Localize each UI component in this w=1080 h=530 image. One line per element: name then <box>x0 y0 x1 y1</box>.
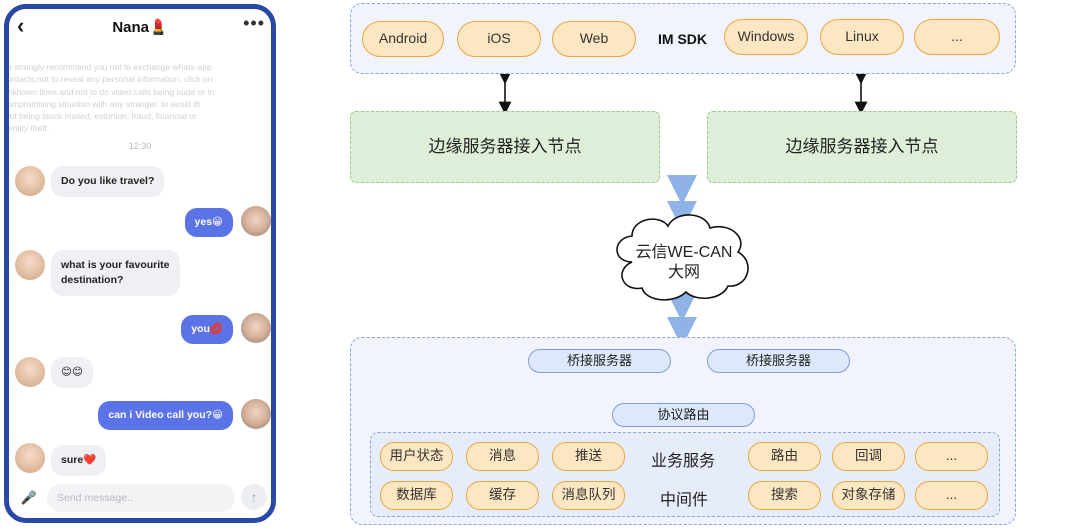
service-push: 推送 <box>552 442 625 471</box>
chat-header: ‹ Nana💄 ••• <box>9 9 271 47</box>
we-can-cloud-shape <box>616 214 749 301</box>
sdk-android-pill: Android <box>362 21 444 57</box>
user-avatar[interactable] <box>241 399 271 429</box>
outgoing-message: you💋 <box>181 315 233 344</box>
cloud-title: 云信WE-CAN <box>635 244 733 261</box>
edge-access-node-label: 边缘服务器接入节点 <box>785 137 939 156</box>
edge-access-node-left: 边缘服务器接入节点 <box>350 111 660 183</box>
outgoing-message: yes😀 <box>184 208 233 237</box>
message-input[interactable] <box>47 484 235 512</box>
service-message: 消息 <box>466 442 539 471</box>
service-callback: 回调 <box>832 442 905 471</box>
cloud-subtitle: 大网 <box>667 264 700 281</box>
chat-phone: ‹ Nana💄 ••• ve strongly recommend you no… <box>4 4 276 523</box>
message-timestamp: 12:30 <box>128 141 152 151</box>
sdk-windows-pill: Windows <box>724 19 808 55</box>
incoming-message: what is your favourite destination? <box>51 250 180 296</box>
outgoing-message: can i Video call you?😀 <box>98 401 233 430</box>
bridge-server-right: 桥接服务器 <box>707 349 850 373</box>
incoming-message: sure❤️ <box>51 445 107 476</box>
middleware-search: 搜索 <box>748 481 821 510</box>
send-icon[interactable]: ↑ <box>241 484 267 510</box>
message-row: can i Video call you?😀 <box>9 399 271 433</box>
protocol-router: 协议路由 <box>612 403 755 427</box>
message-row: what is your favourite destination? <box>9 250 271 300</box>
contact-avatar[interactable] <box>15 166 45 196</box>
contact-name-text: Nana <box>112 19 149 36</box>
middleware-database: 数据库 <box>380 481 453 510</box>
compose-bar: 🎤 ↑ <box>9 478 271 518</box>
user-avatar[interactable] <box>241 313 271 343</box>
incoming-message: 😊😊 <box>51 357 93 388</box>
middleware-more: ... <box>915 481 988 510</box>
middleware-message-queue: 消息队列 <box>552 481 625 510</box>
message-row: yes😀 <box>9 206 271 240</box>
middleware-label: 中间件 <box>660 492 709 509</box>
we-can-cloud: 云信WE-CAN 大网 <box>624 238 744 286</box>
service-more: ... <box>915 442 988 471</box>
service-user-status: 用户状态 <box>380 442 453 471</box>
bridge-server-left: 桥接服务器 <box>528 349 671 373</box>
service-routing: 路由 <box>748 442 821 471</box>
message-row: Do you like travel? <box>9 164 271 200</box>
middleware-object-storage: 对象存储 <box>832 481 905 510</box>
lipstick-icon: 💄 <box>149 19 168 36</box>
safety-warning: ve strongly recommend you not to exchang… <box>4 62 215 134</box>
sdk-ios-pill: iOS <box>457 21 541 57</box>
microphone-icon[interactable]: 🎤 <box>20 490 38 505</box>
sdk-more-pill: ... <box>914 19 1000 55</box>
sdk-web-pill: Web <box>552 21 636 57</box>
business-services-label: 业务服务 <box>651 453 716 470</box>
back-icon[interactable]: ‹ <box>17 13 25 38</box>
incoming-message: Do you like travel? <box>51 166 165 197</box>
more-options-icon[interactable]: ••• <box>243 13 265 33</box>
contact-avatar[interactable] <box>15 250 45 280</box>
message-row: you💋 <box>9 313 271 347</box>
middleware-cache: 缓存 <box>466 481 539 510</box>
edge-access-node-right: 边缘服务器接入节点 <box>707 111 1017 183</box>
sdk-linux-pill: Linux <box>820 19 904 55</box>
im-sdk-label: IM SDK <box>658 31 707 47</box>
contact-name: Nana💄 <box>9 18 271 36</box>
contact-avatar[interactable] <box>15 443 45 473</box>
message-row: 😊😊 <box>9 357 271 391</box>
message-row: sure❤️ <box>9 443 271 477</box>
edge-access-node-label: 边缘服务器接入节点 <box>428 137 582 156</box>
contact-avatar[interactable] <box>15 357 45 387</box>
user-avatar[interactable] <box>241 206 271 236</box>
